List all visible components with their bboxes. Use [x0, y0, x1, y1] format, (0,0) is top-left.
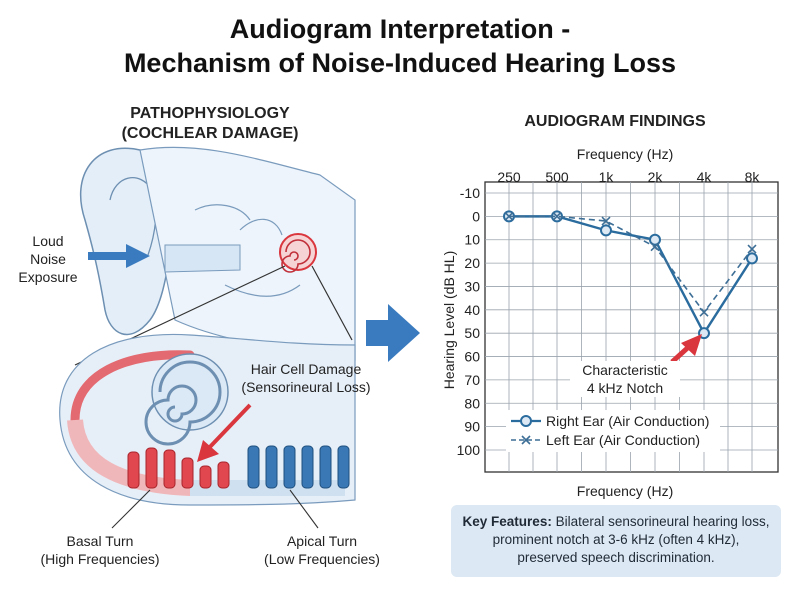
notch-annotation-line-1: Characteristic [582, 362, 668, 378]
chart-series [503, 210, 758, 340]
apical-leader-line [289, 489, 319, 529]
left-ear-point [699, 307, 709, 317]
cochlea-small-icon [279, 233, 317, 273]
y-tick-label: 50 [464, 325, 480, 341]
noise-label-line-1: Loud [32, 233, 64, 249]
y-tick-label: 100 [457, 442, 481, 458]
left-ear-point [504, 211, 514, 221]
audiogram-heading: AUDIOGRAM FINDINGS [524, 113, 706, 130]
legend-entry-label: Left Ear (Air Conduction) [546, 432, 700, 448]
x-axis-bottom-label: Frequency (Hz) [576, 483, 674, 499]
x-axis-top-label: Frequency (Hz) [576, 146, 674, 162]
key-features-text: Bilateral sensorineural hearing loss, pr… [492, 514, 770, 565]
pathophysiology-heading-line-2: (COCHLEAR DAMAGE) [121, 125, 299, 142]
right-ear-point [698, 327, 710, 340]
right-ear-point [746, 252, 758, 265]
legend-background [506, 410, 720, 452]
right-ear-point [649, 233, 661, 246]
noise-label-line-3: Exposure [18, 269, 78, 285]
basal-line-1: Basal Turn [66, 533, 134, 549]
left-ear-point [552, 211, 562, 221]
y-tick-label: 20 [464, 255, 480, 271]
left-ear-point [747, 244, 757, 254]
y-tick-label: -10 [460, 185, 480, 201]
noise-exposure-label: Loud Noise Exposure [12, 232, 84, 286]
basal-line-2: (High Frequencies) [40, 551, 160, 567]
x-tick-label: 4k [697, 169, 713, 185]
x-tick-label: 1k [599, 169, 615, 185]
left-ear-point-stroke [650, 242, 660, 252]
apical-line-2: (Low Frequencies) [264, 551, 380, 567]
notch-annotation: Characteristic 4 kHz Notch [570, 361, 680, 397]
left-ear-point [650, 242, 660, 252]
y-tick-label: 90 [464, 419, 480, 435]
pathophysiology-heading-line-1: PATHOPHYSIOLOGY [130, 105, 290, 122]
x-tick-label: 250 [497, 169, 521, 185]
legend-marker-circle [520, 415, 532, 427]
y-tick-label: 0 [472, 208, 480, 224]
page-title: Audiogram Interpretation - Mechanism of … [0, 12, 800, 80]
transition-arrow-icon [366, 304, 420, 362]
left-ear-point-stroke [552, 211, 562, 221]
pathophysiology-heading: PATHOPHYSIOLOGY (COCHLEAR DAMAGE) [90, 104, 330, 144]
y-tick-label: 30 [464, 278, 480, 294]
basal-leader-line [111, 489, 151, 529]
y-tick-label: 10 [464, 232, 480, 248]
key-features-box: Key Features: Bilateral sensorineural he… [451, 505, 781, 577]
y-tick-label: 70 [464, 372, 480, 388]
y-tick-label: 60 [464, 349, 480, 365]
hair-cell-line-2: (Sensorineural Loss) [241, 379, 371, 395]
left-ear-point [601, 216, 611, 226]
damage-arrow-icon [197, 403, 252, 462]
legend-entry-label: Right Ear (Air Conduction) [546, 413, 709, 429]
legend-marker-x [521, 435, 531, 445]
key-features-label: Key Features: [462, 514, 552, 529]
x-tick-label: 500 [545, 169, 569, 185]
hair-cell-line-1: Hair Cell Damage [250, 361, 362, 377]
noise-label-line-2: Noise [30, 251, 66, 267]
apical-line-1: Apical Turn [286, 533, 358, 549]
title-line-1: Audiogram Interpretation - [229, 14, 571, 44]
left-ear-point-stroke [504, 211, 514, 221]
zoom-line-right [311, 265, 353, 341]
x-tick-label: 2k [648, 169, 664, 185]
noise-arrow-icon [88, 244, 150, 268]
left-ear-point-stroke [601, 216, 611, 226]
x-tick-label: 8k [745, 169, 761, 185]
legend-marker-stroke [521, 435, 531, 445]
y-tick-label: 80 [464, 395, 480, 411]
left-ear-point-stroke [747, 244, 757, 254]
notch-arrow-icon [670, 334, 702, 364]
damaged-hair-cells [127, 447, 230, 489]
notch-annotation-line-2: 4 kHz Notch [586, 380, 664, 396]
healthy-hair-cells [247, 445, 350, 489]
right-ear-point [600, 224, 612, 237]
left-ear-point-stroke [699, 307, 709, 317]
outer-ear-illustration [79, 146, 356, 361]
apical-turn-label: Apical Turn (Low Frequencies) [252, 532, 392, 568]
basal-turn-label: Basal Turn (High Frequencies) [30, 532, 170, 568]
chart-ticks: 250 500 1k 2k 4k 8k -10 0 10 20 30 40 50 60 70 80 90 100 [457, 169, 761, 458]
y-tick-label: 40 [464, 302, 480, 318]
left-ear-line [509, 215, 753, 314]
title-line-2: Mechanism of Noise-Induced Hearing Loss [123, 48, 677, 78]
hair-cell-damage-label: Hair Cell Damage (Sensorineural Loss) [226, 360, 386, 396]
chart-legend: Right Ear (Air Conduction) Left Ear (Air … [506, 410, 720, 452]
